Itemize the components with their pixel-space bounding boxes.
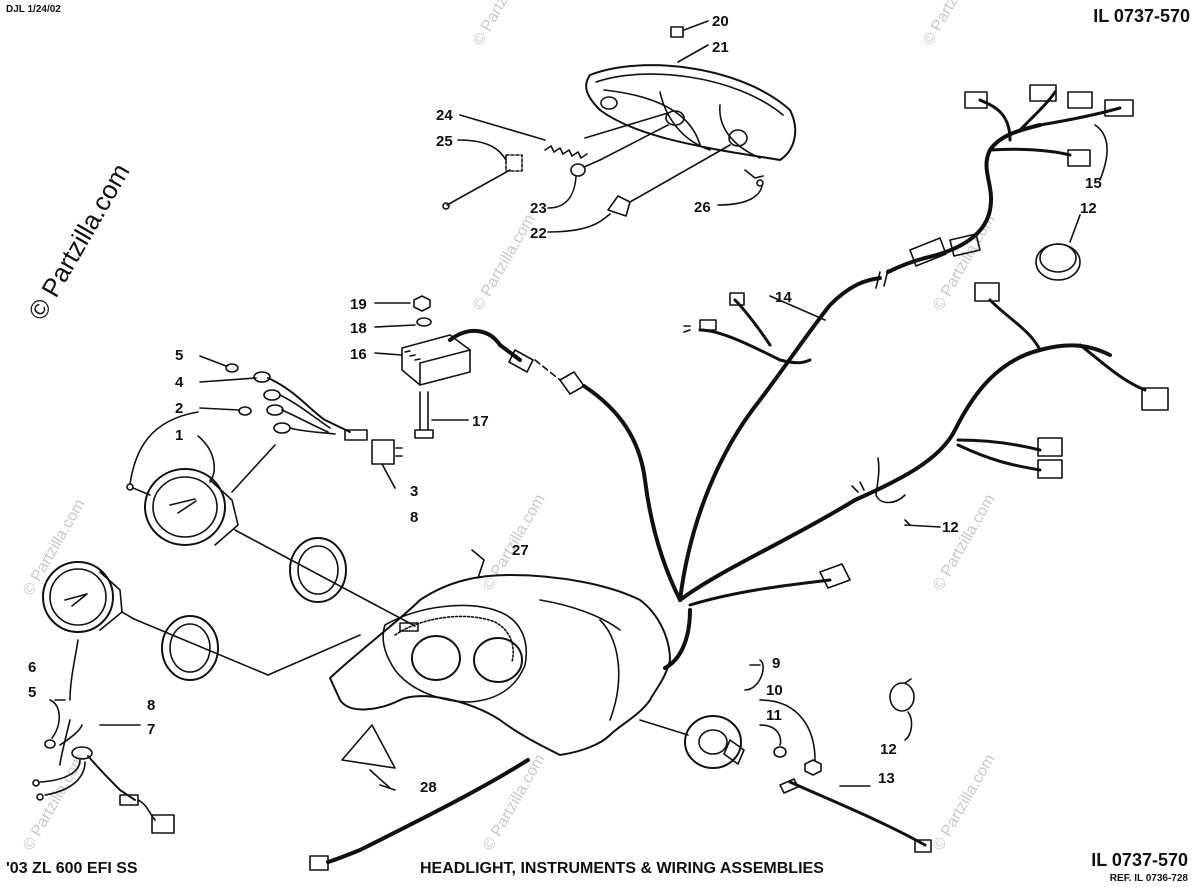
- dash-panel-27: [329, 559, 671, 756]
- diagram-title: HEADLIGHT, INSTRUMENTS & WIRING ASSEMBLI…: [420, 860, 824, 877]
- washer-11: [759, 724, 787, 758]
- clamp-12-a: [1035, 214, 1081, 281]
- bezel-8-b: [161, 615, 219, 681]
- gauge-wire-harness-3: [199, 355, 403, 493]
- callout-26: 26: [694, 199, 711, 216]
- clip-20: [670, 26, 684, 38]
- adjuster-screw-25: [442, 139, 523, 210]
- callout-13: 13: [878, 770, 895, 787]
- wiring-harness-14: [663, 256, 927, 670]
- callout-9: 9: [772, 655, 780, 672]
- clamp-12-c: [889, 678, 915, 741]
- drawing-ref-date: DJL 1/24/02: [6, 4, 61, 15]
- nut-19: [413, 295, 431, 312]
- headlight-assembly: [585, 20, 797, 161]
- callout-7: 7: [147, 721, 155, 738]
- spring-24: [459, 112, 669, 159]
- gauge-1: [126, 468, 249, 546]
- connector: [534, 359, 682, 602]
- harness-15: [909, 84, 1134, 267]
- callout-12: 12: [1080, 200, 1097, 217]
- callout-8: 8: [410, 509, 418, 526]
- illustration-number-top: IL 0737-570: [1093, 6, 1190, 26]
- callout-2: 2: [175, 400, 183, 417]
- callout-6: 6: [28, 659, 36, 676]
- model-label: '03 ZL 600 EFI SS: [6, 860, 138, 877]
- gauge-wire-harness-7: [32, 639, 175, 834]
- nut-10: [759, 699, 822, 776]
- callout-5: 5: [175, 347, 183, 364]
- callout-21: 21: [712, 39, 729, 56]
- cable-13: [779, 778, 932, 853]
- voltage-regulator-16: [401, 329, 534, 386]
- callout-15: 15: [1085, 175, 1102, 192]
- callout-8: 8: [147, 697, 155, 714]
- callout-22: 22: [530, 225, 547, 242]
- callout-25: 25: [436, 133, 453, 150]
- callout-27: 27: [512, 542, 529, 559]
- bulb-23: [547, 124, 669, 209]
- sender-9: [639, 715, 745, 769]
- gauge-6: [42, 561, 135, 633]
- callout-14: 14: [775, 289, 792, 306]
- lower-cable: [309, 758, 530, 871]
- bolt-17: [414, 391, 469, 439]
- harness-branch-right: [851, 282, 1169, 504]
- callout-24: 24: [436, 107, 453, 124]
- callout-12: 12: [880, 741, 897, 758]
- callout-28: 28: [420, 779, 437, 796]
- callout-3: 3: [410, 483, 418, 500]
- callout-10: 10: [766, 682, 783, 699]
- callout-19: 19: [350, 296, 367, 313]
- callout-12: 12: [942, 519, 959, 536]
- callouts: 20 21 24 25 23 22 26 15 12 14 19 18 16 1…: [28, 13, 1102, 796]
- reference-illustration: REF. IL 0736-728: [1109, 873, 1188, 884]
- callout-4: 4: [175, 374, 184, 391]
- decal-28: [341, 724, 396, 789]
- callout-18: 18: [350, 320, 367, 337]
- callout-23: 23: [530, 200, 547, 217]
- callout-11: 11: [766, 707, 782, 724]
- callout-17: 17: [472, 413, 489, 430]
- illustration-number-bottom: IL 0737-570: [1091, 850, 1188, 870]
- washer-18: [416, 317, 432, 327]
- bezel-8-a: [289, 537, 347, 603]
- callout-5: 5: [28, 684, 36, 701]
- callout-1: 1: [175, 427, 183, 444]
- callout-20: 20: [712, 13, 729, 30]
- callout-16: 16: [350, 346, 367, 363]
- socket-22: [547, 144, 731, 233]
- bulb-26: [717, 169, 764, 206]
